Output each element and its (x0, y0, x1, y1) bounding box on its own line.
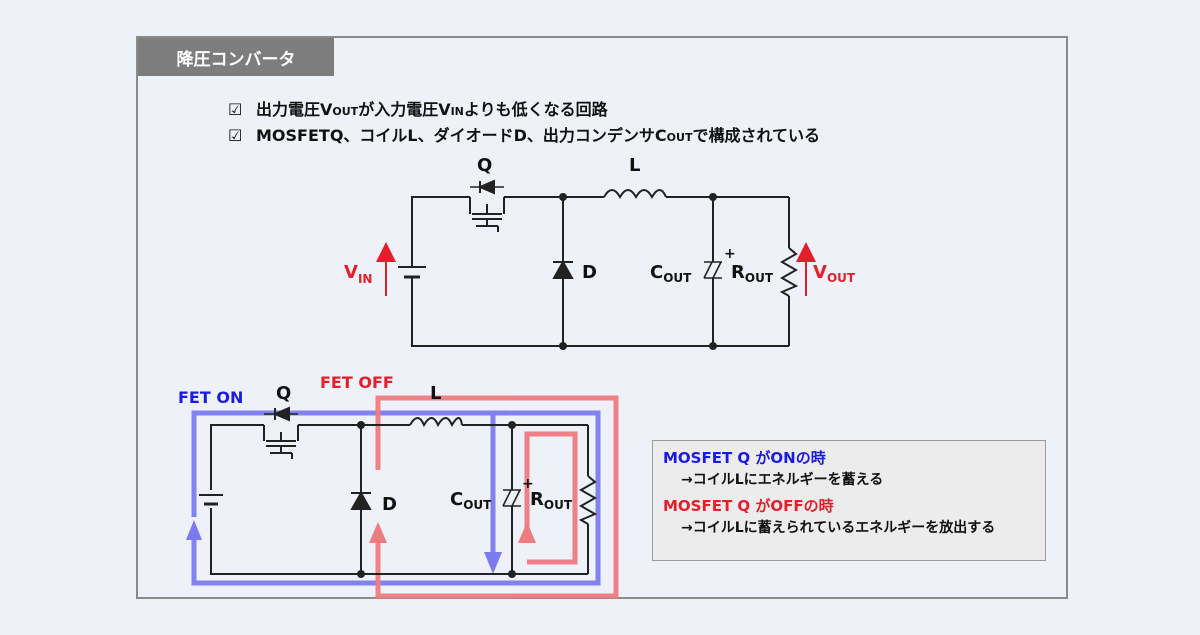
junction-dots-2 (357, 421, 516, 578)
bullet-1-mid: が入力電圧V (358, 100, 451, 119)
fet-off-label: FET OFF (320, 373, 394, 392)
junction-dot (709, 193, 717, 201)
resistor-rout-symbol (779, 247, 799, 297)
junction-dot (508, 570, 516, 578)
checkbox-icon: ☑ (228, 126, 243, 145)
panel-title: 降圧コンバータ (138, 38, 334, 76)
fet-off-arrow-up (369, 522, 387, 543)
bullet-2-pre: MOSFETQ、コイルL、ダイオードD、出力コンデンサC (256, 126, 667, 145)
junction-dot (559, 342, 567, 350)
content-panel: 降圧コンバータ (136, 36, 1068, 599)
inductor-l-symbol (603, 189, 667, 200)
d1-d-label: D (582, 262, 597, 283)
d1-rout-label: ROUT (731, 262, 774, 285)
on-state-description: →コイルLにエネルギーを蓄える (681, 472, 884, 488)
capacitor-cout-symbol-2 (502, 489, 521, 507)
junction-dot (357, 570, 365, 578)
bullet-1-sub1: OUT (332, 105, 359, 118)
capacitor-cout-symbol (703, 261, 722, 279)
d2-cout-label: COUT (450, 489, 492, 512)
d1-cout-label: COUT (650, 262, 692, 285)
inductor-l-symbol-2 (409, 417, 463, 428)
wire-top-left (411, 196, 470, 236)
d2-l-label: L (430, 383, 441, 404)
junction-dot (709, 342, 717, 350)
d2-rout-label: ROUT (530, 489, 573, 512)
junction-dot (508, 421, 516, 429)
bullet-2-post: で構成されている (692, 126, 820, 145)
resistor-rout-symbol-2 (578, 475, 598, 525)
junction-dot (559, 193, 567, 201)
buck-converter-schematic (398, 179, 799, 347)
diode-d-symbol-2 (350, 490, 372, 510)
d1-vout-label: VOUT (813, 262, 856, 285)
d1-l-label: L (629, 155, 640, 176)
mosfet-q-symbol-2 (263, 406, 299, 459)
wire-bottom (411, 298, 789, 347)
d1-q-label: Q (477, 155, 492, 176)
fet-off-loop-arrow (518, 522, 536, 543)
d2-q-label: Q (276, 383, 291, 404)
bullet-1-post: よりも低くなる回路 (463, 100, 608, 119)
buck-converter-flow-schematic (199, 406, 598, 575)
bullet-1-sub2: IN (450, 105, 464, 118)
d2-plus-sign: + (522, 476, 534, 492)
explanation-box: MOSFET Q がONの時 →コイルLにエネルギーを蓄える MOSFET Q … (652, 440, 1046, 561)
fet-on-current-path (191, 410, 601, 586)
junction-dots (559, 193, 717, 350)
mosfet-q-symbol (469, 179, 505, 232)
junction-dot (357, 421, 365, 429)
on-state-heading: MOSFET Q がONの時 (663, 449, 826, 467)
checkbox-icon: ☑ (228, 100, 243, 119)
bullet-1-pre: 出力電圧V (256, 100, 333, 119)
off-state-heading: MOSFET Q がOFFの時 (663, 497, 834, 515)
fet-on-label: FET ON (178, 388, 243, 407)
fet-off-current-path (375, 395, 619, 599)
bullet-2-sub1: OUT (666, 131, 693, 144)
fet-on-arrow-down (484, 552, 502, 574)
d2-d-label: D (382, 494, 397, 515)
diode-d-symbol (552, 259, 574, 279)
off-state-description: →コイルLに蓄えられているエネルギーを放出する (681, 520, 996, 536)
d1-vin-label: VIN (344, 262, 372, 286)
fet-on-arrow-up (186, 520, 202, 540)
d1-plus-sign: + (724, 246, 736, 262)
